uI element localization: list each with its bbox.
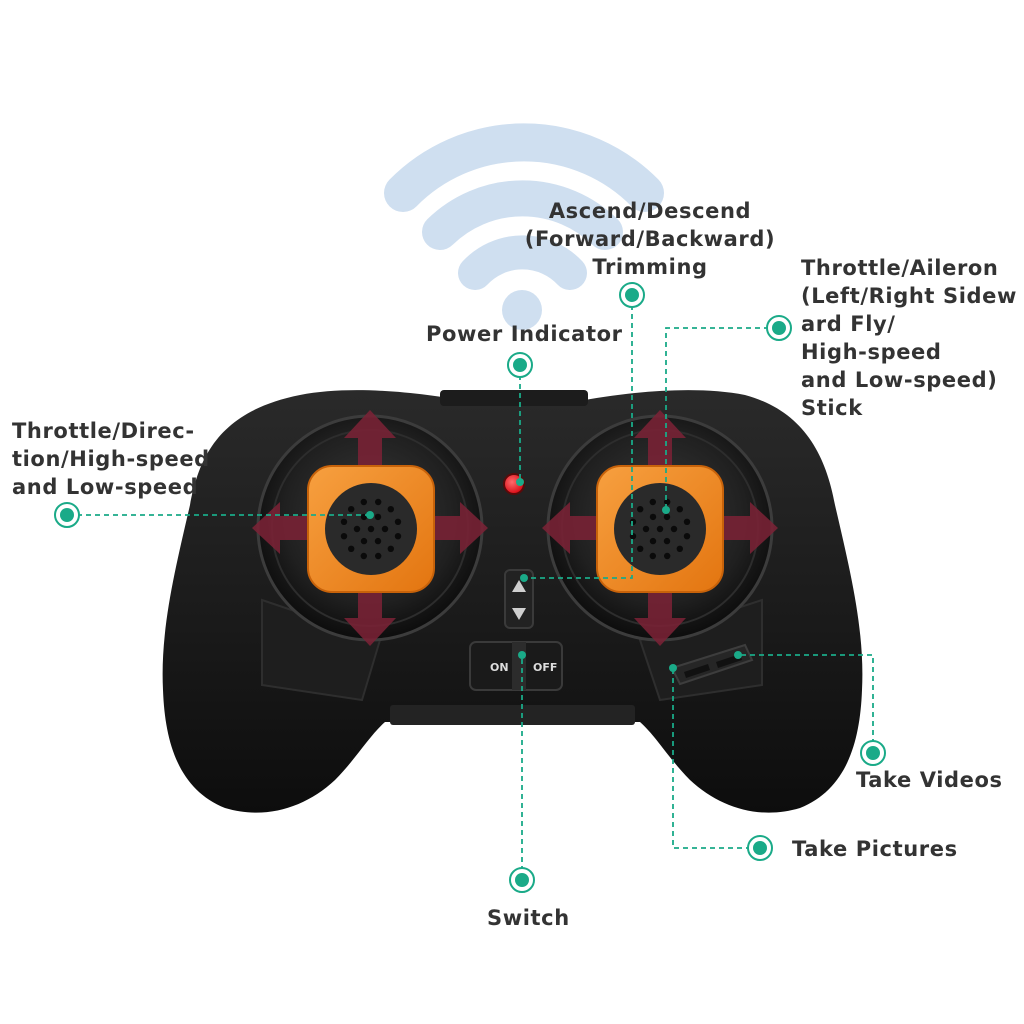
label-trimming: Ascend/Descend (Forward/Backward) Trimmi…	[524, 199, 776, 279]
label-power-indicator: Power Indicator	[426, 322, 623, 346]
grille-hole	[629, 533, 637, 540]
grille-hole	[637, 506, 644, 513]
label-take-videos: Take Videos	[856, 768, 1003, 792]
grille-hole	[374, 513, 382, 521]
power-switch[interactable]: ON OFF	[469, 641, 563, 691]
grille-hole	[353, 525, 361, 533]
left-stick-direction-arrows-icon	[252, 410, 488, 646]
grille-hole	[394, 518, 402, 525]
grille-hole	[663, 513, 671, 521]
grille-hole	[360, 537, 368, 545]
grille-hole	[348, 506, 355, 513]
label-switch: Switch	[487, 906, 570, 930]
wifi-signal-icon	[384, 123, 664, 290]
grille-hole	[394, 533, 402, 540]
take-pictures-button[interactable]	[684, 664, 710, 678]
grille-hole	[340, 518, 348, 525]
grille-hole	[367, 525, 375, 533]
left-joystick[interactable]	[307, 465, 435, 593]
grille-hole	[656, 525, 664, 533]
grille-hole	[340, 533, 348, 540]
callout-leader-lines	[68, 296, 874, 880]
grille-hole	[649, 537, 657, 545]
grille-hole	[637, 545, 644, 552]
leader-take-pictures	[672, 668, 760, 849]
callout-dot-icon	[54, 282, 886, 893]
label-take-pictures: Take Pictures	[792, 837, 958, 861]
switch-on-label: ON	[490, 661, 509, 674]
right-joystick[interactable]	[596, 465, 724, 593]
grille-hole	[676, 545, 683, 552]
grille-hole	[374, 537, 382, 545]
grille-hole	[683, 533, 691, 540]
grille-hole	[375, 552, 382, 560]
wifi-signal-dot	[502, 290, 542, 330]
grille-hole	[664, 498, 671, 506]
grille-hole	[642, 525, 650, 533]
grille-hole	[664, 552, 671, 560]
grille-hole	[360, 498, 367, 506]
grille-hole	[649, 552, 656, 560]
leader-trimming	[524, 296, 633, 579]
grille-hole	[387, 545, 394, 552]
label-right-stick: Throttle/Aileron (Left/Right Sidew ard F…	[801, 256, 1017, 420]
grille-hole	[683, 518, 691, 525]
grille-hole	[663, 537, 671, 545]
callout-anchor-dots	[366, 478, 742, 672]
trim-down-icon[interactable]	[512, 608, 526, 620]
grille-hole	[348, 545, 355, 552]
grille-hole	[670, 525, 678, 533]
trim-up-icon[interactable]	[512, 580, 526, 592]
label-left-stick: Throttle/Direc- tion/High-speed and Low-…	[12, 419, 210, 499]
trim-buttons[interactable]	[504, 569, 534, 629]
grille-hole	[649, 513, 657, 521]
grille-hole	[381, 525, 389, 533]
right-stick-direction-arrows-icon	[542, 410, 778, 646]
grille-hole	[387, 506, 394, 513]
grille-hole	[360, 552, 367, 560]
grille-hole	[676, 506, 683, 513]
grille-hole	[649, 498, 656, 506]
leader-right-stick	[665, 327, 778, 510]
switch-off-label: OFF	[533, 661, 557, 674]
grille-hole	[629, 518, 637, 525]
grille-hole	[375, 498, 382, 506]
